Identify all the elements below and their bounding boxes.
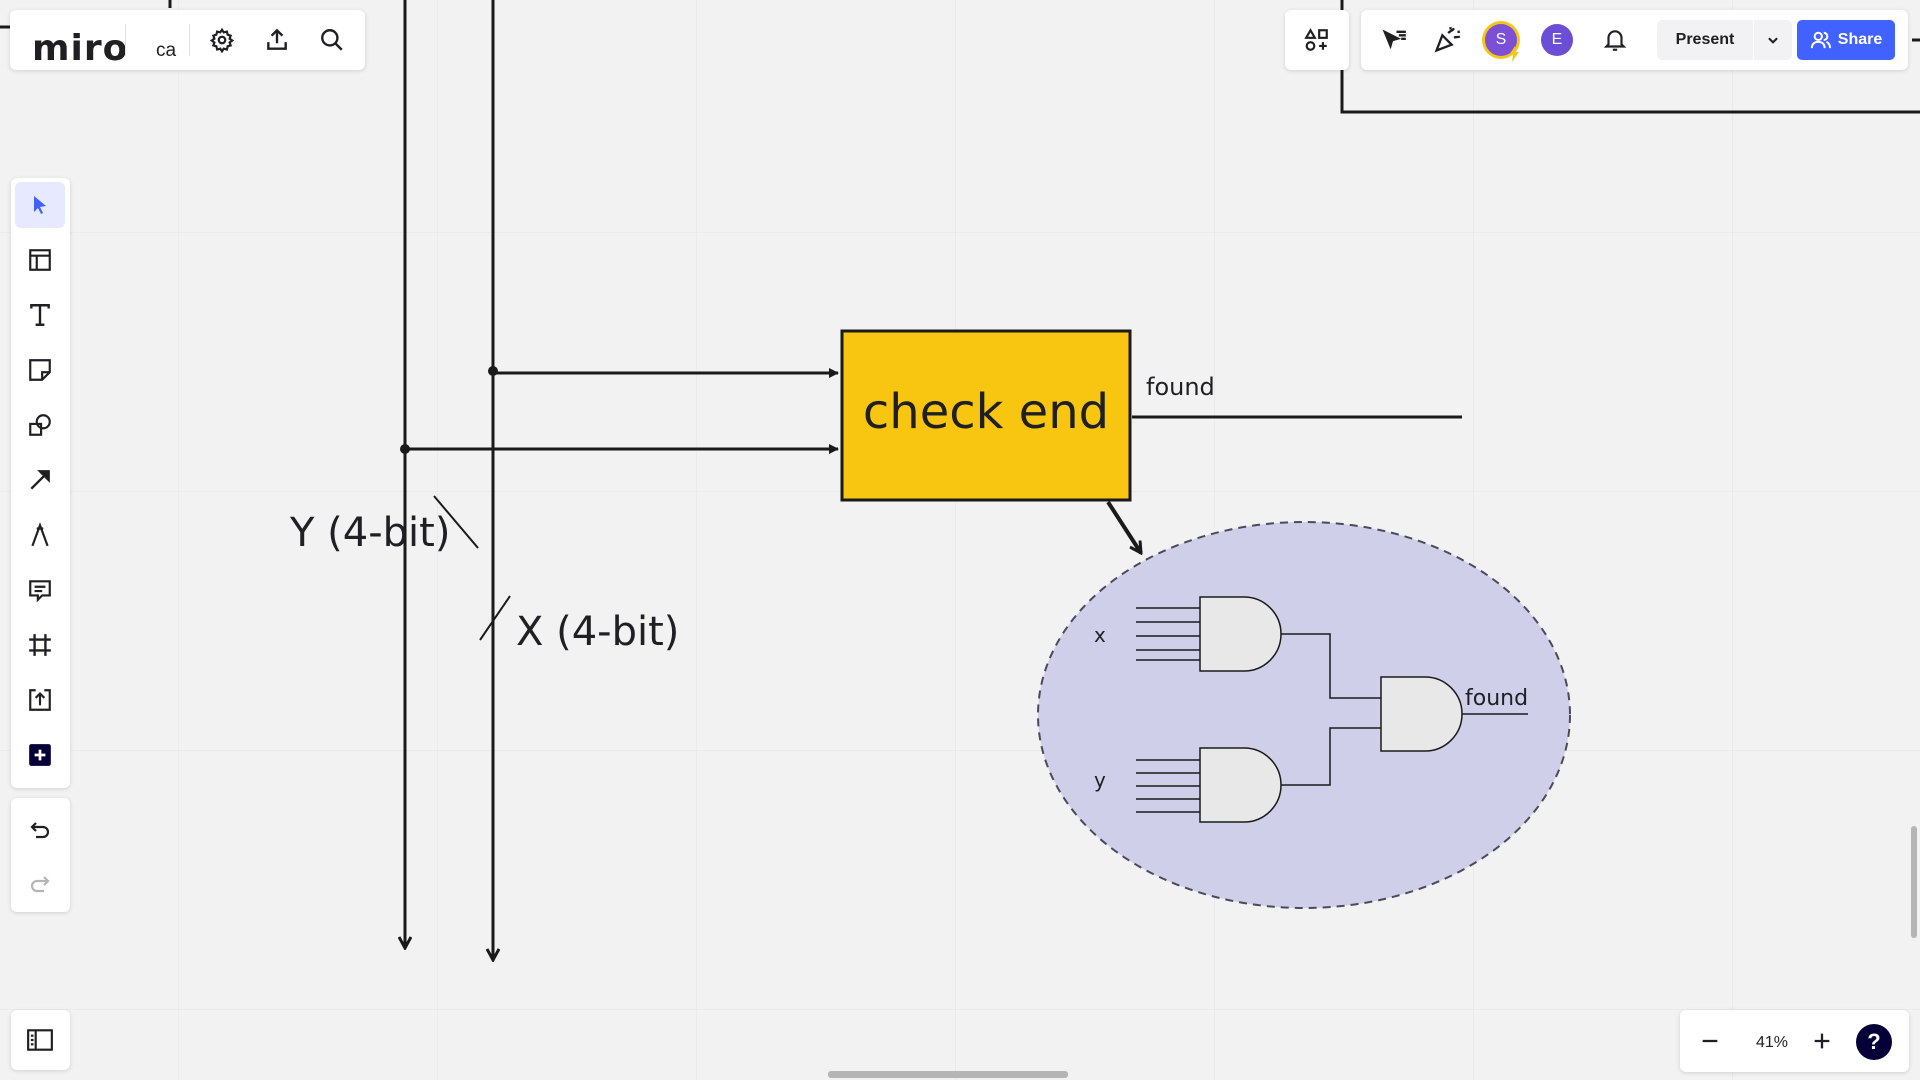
minus-icon bbox=[1702, 1039, 1718, 1043]
divider bbox=[125, 24, 126, 56]
sticky-note-tool[interactable] bbox=[15, 347, 65, 393]
text-icon bbox=[30, 304, 50, 326]
x-and-gate[interactable] bbox=[1199, 596, 1282, 672]
undo-button[interactable] bbox=[15, 806, 65, 852]
follow-cursor-button[interactable] bbox=[1375, 22, 1411, 58]
export-icon bbox=[267, 28, 287, 50]
notifications-button[interactable] bbox=[1597, 22, 1633, 58]
lightning-badge-icon bbox=[1509, 46, 1519, 62]
history-toolbar bbox=[11, 798, 70, 912]
divider bbox=[189, 24, 190, 56]
pen-tool[interactable] bbox=[15, 512, 65, 558]
share-label: Share bbox=[1837, 31, 1883, 48]
cursor-filter-icon bbox=[1382, 29, 1406, 50]
y-input-wires bbox=[1136, 759, 1200, 813]
pen-icon bbox=[31, 522, 49, 547]
templates-icon bbox=[29, 249, 51, 271]
search-button[interactable] bbox=[314, 22, 350, 58]
y-and-gate[interactable] bbox=[1199, 747, 1282, 823]
sticky-note-icon bbox=[29, 359, 51, 381]
circuit-y-label[interactable]: y bbox=[1094, 768, 1106, 792]
shapes-tool[interactable] bbox=[15, 402, 65, 448]
zoom-in-button[interactable] bbox=[1804, 1023, 1840, 1059]
x-input-wires bbox=[1136, 607, 1200, 661]
found-and-gate[interactable] bbox=[1380, 676, 1463, 752]
templates-tool[interactable] bbox=[15, 237, 65, 283]
upload-icon bbox=[29, 689, 51, 711]
plus-icon bbox=[1814, 1033, 1830, 1049]
present-button[interactable]: Present bbox=[1657, 20, 1753, 60]
zoom-level[interactable]: 41% bbox=[1755, 1034, 1789, 1051]
settings-icon bbox=[209, 27, 235, 53]
creation-toolbar bbox=[11, 178, 70, 788]
vertical-scrollbar[interactable] bbox=[1911, 826, 1917, 938]
more-apps-tool[interactable] bbox=[15, 732, 65, 778]
top-left-toolbar: miro ca bbox=[10, 10, 365, 70]
apps-icon bbox=[1304, 28, 1328, 51]
help-button[interactable]: ? bbox=[1856, 1024, 1892, 1060]
undo-icon bbox=[30, 822, 50, 839]
zoom-out-button[interactable] bbox=[1692, 1023, 1728, 1059]
circuit-x-label[interactable]: x bbox=[1094, 623, 1106, 647]
bell-icon bbox=[1603, 30, 1627, 51]
arrow-icon bbox=[30, 470, 50, 490]
text-tool[interactable] bbox=[15, 292, 65, 338]
x-bus-label[interactable]: X (4-bit) bbox=[516, 609, 679, 655]
help-icon: ? bbox=[1867, 1029, 1881, 1054]
comment-icon bbox=[29, 580, 51, 603]
found-output-label[interactable]: found bbox=[1146, 373, 1215, 401]
collaborator-avatar[interactable]: S bbox=[1485, 24, 1517, 56]
circuit-detail-ellipse[interactable] bbox=[1037, 521, 1571, 909]
check-end-detail-arrow[interactable] bbox=[1106, 500, 1141, 553]
board-panel bbox=[11, 1010, 70, 1070]
redo-button[interactable] bbox=[15, 860, 65, 906]
check-end-block[interactable] bbox=[840, 329, 1132, 502]
circuit-found-label[interactable]: found bbox=[1465, 686, 1528, 711]
cursor-icon bbox=[34, 196, 46, 214]
redo-icon bbox=[30, 876, 50, 893]
miro-logo[interactable]: miro bbox=[32, 28, 129, 69]
search-icon bbox=[321, 29, 343, 51]
share-button[interactable]: Share bbox=[1797, 20, 1895, 60]
frame-tool[interactable] bbox=[15, 622, 65, 668]
top-right-toolbar: S E Present Share bbox=[1361, 10, 1908, 70]
shapes-icon bbox=[29, 414, 51, 436]
board-name[interactable]: ca bbox=[156, 40, 177, 61]
sidebar-panel-icon bbox=[27, 1029, 53, 1051]
party-popper-icon bbox=[1434, 27, 1461, 53]
y-gate-to-found-wire bbox=[1281, 727, 1381, 786]
chevron-down-icon bbox=[1768, 37, 1778, 44]
apps-panel bbox=[1285, 10, 1349, 70]
x-bit-width-slash bbox=[479, 595, 511, 641]
export-button[interactable] bbox=[259, 22, 295, 58]
connection-line-tool[interactable] bbox=[15, 457, 65, 503]
users-icon bbox=[1810, 31, 1831, 49]
select-tool[interactable] bbox=[15, 182, 65, 228]
toggle-board-panel-button[interactable] bbox=[15, 1017, 65, 1063]
avatar-initial: E bbox=[1551, 31, 1563, 48]
y-bit-width-slash bbox=[433, 495, 479, 549]
frame-icon bbox=[29, 634, 51, 656]
settings-button[interactable] bbox=[204, 22, 240, 58]
celebrate-button[interactable] bbox=[1429, 22, 1465, 58]
apps-button[interactable] bbox=[1299, 22, 1335, 58]
present-options-button[interactable] bbox=[1754, 20, 1792, 60]
upload-tool[interactable] bbox=[15, 677, 65, 723]
zoom-controls: 41% ? bbox=[1680, 1010, 1909, 1072]
plus-square-icon bbox=[29, 744, 51, 766]
collaborator-avatar[interactable]: E bbox=[1541, 24, 1573, 56]
avatar-initial: S bbox=[1495, 31, 1507, 48]
x-gate-to-found-wire bbox=[1281, 633, 1381, 699]
comment-tool[interactable] bbox=[15, 567, 65, 613]
check-end-label: check end bbox=[863, 384, 1109, 440]
horizontal-scrollbar[interactable] bbox=[828, 1071, 1068, 1078]
y-bus-label[interactable]: Y (4-bit) bbox=[289, 510, 450, 556]
